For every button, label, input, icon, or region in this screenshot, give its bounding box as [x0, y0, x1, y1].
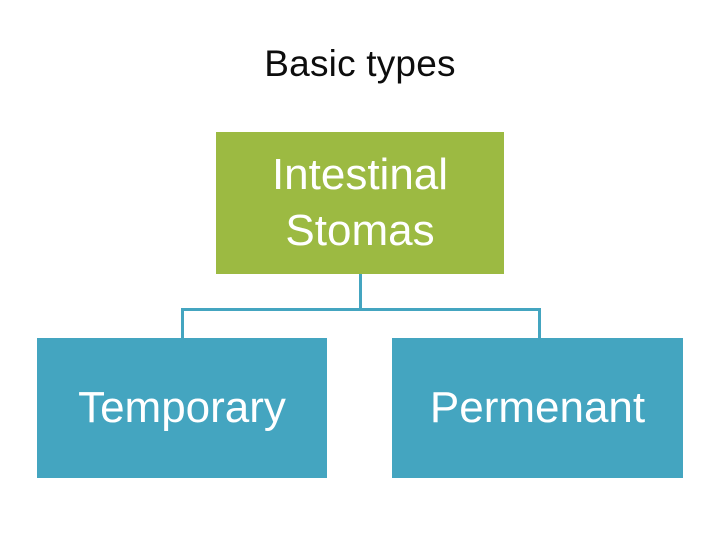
page-title: Basic types — [264, 43, 456, 84]
connector-right-drop — [538, 308, 541, 339]
connector-left-drop — [181, 308, 184, 339]
connector-horizontal — [181, 308, 541, 311]
diagram-node-temporary-label: Temporary — [78, 382, 286, 432]
diagram-node-temporary[interactable]: Temporary — [37, 338, 327, 478]
connector-stem — [359, 274, 362, 310]
diagram-node-permanent[interactable]: Permenant — [392, 338, 683, 478]
diagram-node-root-label: Intestinal Stomas — [271, 149, 449, 255]
diagram-node-permanent-label: Permenant — [429, 382, 646, 432]
diagram-node-root[interactable]: Intestinal Stomas — [216, 132, 504, 274]
